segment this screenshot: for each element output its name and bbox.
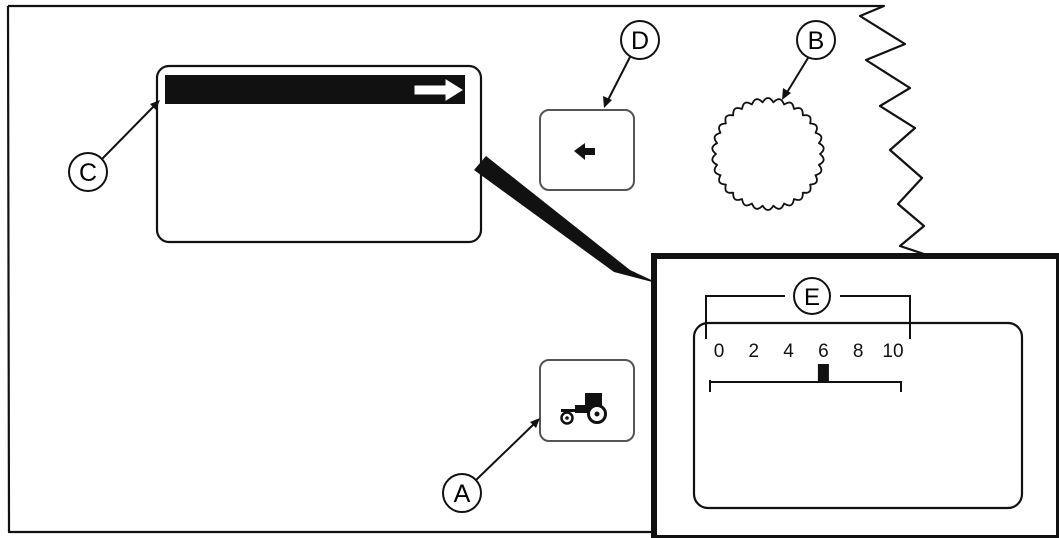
scale-tick-2: 2 [749, 341, 760, 362]
callout-d-label: D [631, 27, 649, 55]
bracket-e [705, 295, 911, 339]
callout-a: A [442, 418, 540, 513]
scale-tick-6: 6 [818, 341, 829, 362]
scale-tick-labels: 0 2 4 6 8 10 [714, 341, 904, 362]
scale-indicator [817, 364, 829, 382]
zoom-box: E 0 2 4 6 8 10 [651, 253, 1059, 538]
callout-e: E [793, 277, 831, 315]
scale-tick-10: 10 [882, 341, 903, 362]
callout-d: D [603, 20, 660, 108]
zoom-display-window [692, 321, 1024, 510]
callout-c: C [68, 100, 160, 192]
scale-bracket [709, 380, 902, 392]
callout-a-label: A [454, 480, 471, 508]
tractor-button[interactable] [539, 359, 635, 442]
scalloped-circle [711, 97, 825, 211]
callout-e-label: E [804, 284, 820, 311]
zoom-arrow [474, 156, 660, 284]
display-window [155, 64, 483, 244]
callout-b-label: B [808, 27, 825, 55]
scale-tick-0: 0 [714, 341, 725, 362]
right-arrow-icon [414, 79, 463, 101]
left-arrow-button[interactable] [539, 109, 635, 191]
callout-c-label: C [79, 159, 97, 187]
tractor-icon [560, 393, 607, 425]
left-arrow-icon [574, 143, 595, 160]
scale-tick-4: 4 [783, 341, 794, 362]
callout-b: B [782, 20, 836, 100]
scale-tick-8: 8 [853, 341, 864, 362]
